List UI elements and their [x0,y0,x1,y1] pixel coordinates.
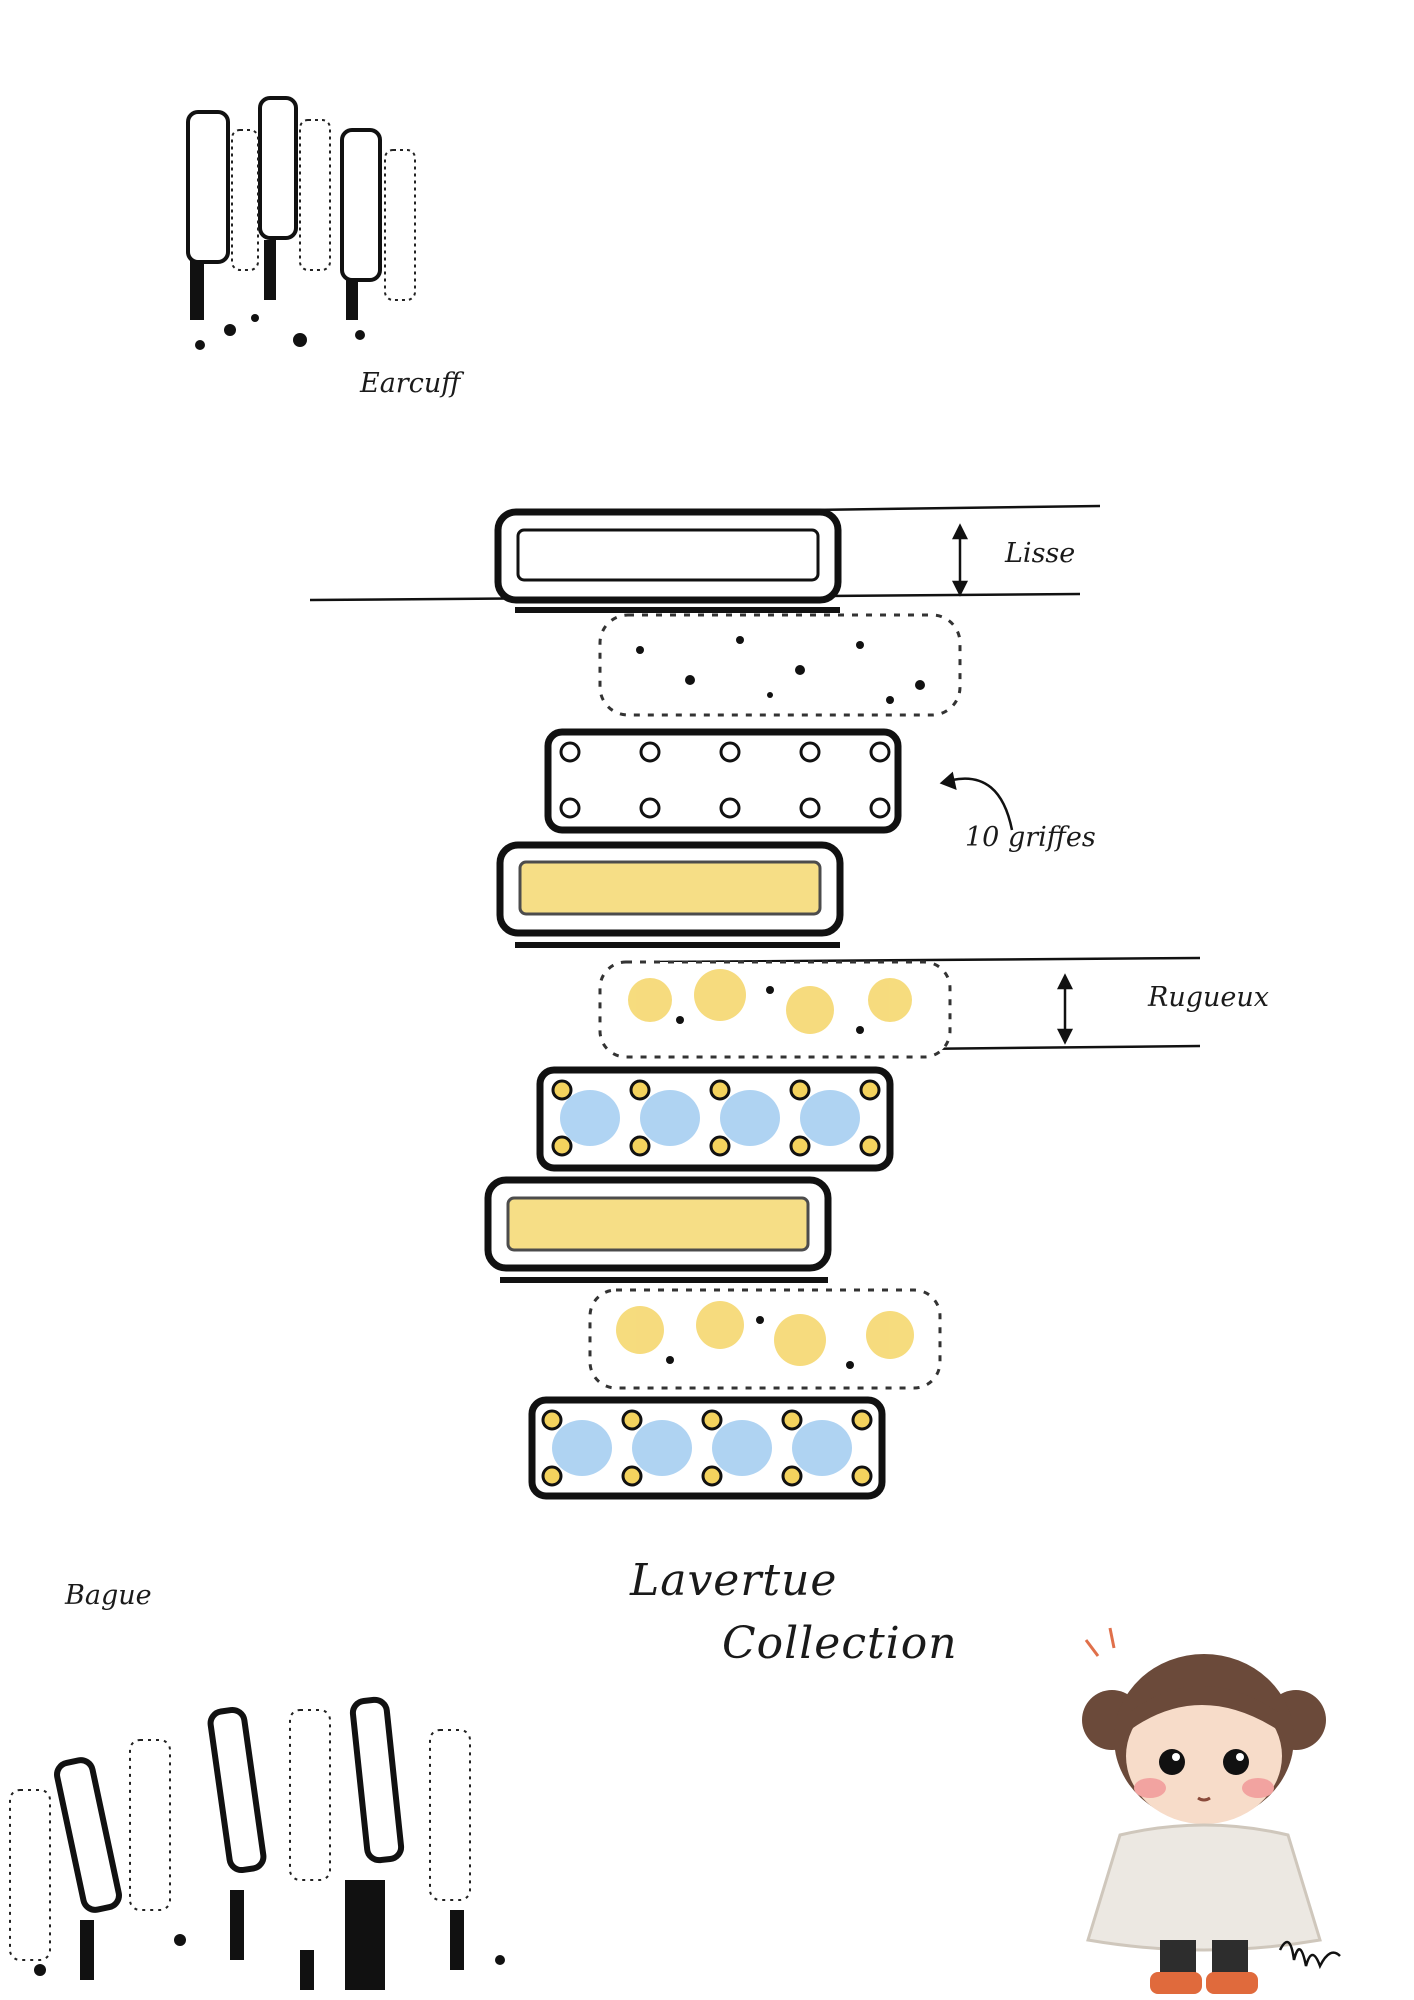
bague-drawing [9,1696,505,1990]
ring-plain-gold-2 [484,1176,832,1283]
ring-stack-drawing [309,504,1201,1500]
earcuff-drawing [186,96,416,350]
ring-textured-1 [598,613,962,717]
girl-illustration [1050,1620,1350,2000]
ring-prong-blue-2 [528,1396,886,1500]
girl-drawing [1082,1627,1341,1994]
ring-stack-sketch [300,490,1220,1500]
ring-textured-gold-1 [598,960,952,1059]
collection-title-line2: Collection [722,1618,958,1669]
bague-sketch [0,1650,560,2000]
collection-title-line1: Lavertue [630,1555,838,1606]
ring-textured-gold-2 [588,1288,942,1390]
lisse-label: Lisse [1005,538,1076,569]
ring-plain-gold-1 [496,841,844,948]
rugueux-label: Rugueux [1148,982,1269,1013]
griffes-label: 10 griffes [965,822,1096,853]
ring-prong-blue-1 [536,1066,894,1172]
earcuff-label: Earcuff [360,368,461,399]
earcuff-sketch [160,90,460,360]
ring-prong-1 [544,728,902,834]
ring-plain-1 [494,508,842,613]
bague-label: Bague [65,1580,152,1611]
